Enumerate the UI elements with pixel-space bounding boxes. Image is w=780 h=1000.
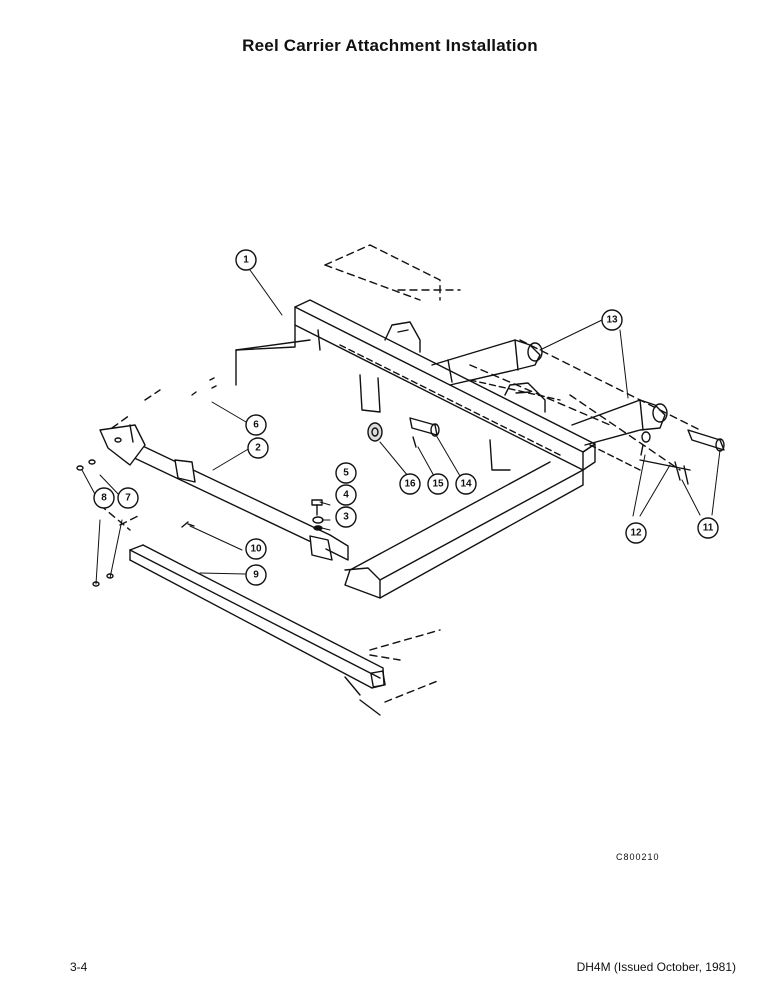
crossbar-part-9: [129, 544, 386, 716]
document-reference: DH4M (Issued October, 1981): [576, 960, 736, 974]
callout-1: [235, 249, 257, 271]
callout-7-label: 7: [125, 493, 131, 504]
callout-14-label: 14: [460, 479, 472, 490]
callout-16: [399, 473, 421, 495]
nut-part-3: [313, 525, 323, 531]
frame-clevis-upper: [384, 321, 421, 353]
carrier-frame: [235, 299, 596, 599]
callout-7: [117, 487, 139, 509]
shaft-part-2: [125, 439, 349, 561]
bolt-part-5: [311, 499, 323, 516]
callout-11-label: 11: [703, 523, 714, 534]
callout-9: [245, 564, 267, 586]
frame-clevis-lower: [504, 382, 546, 413]
callout-15-label: 15: [432, 479, 444, 490]
callout-14: [455, 473, 477, 495]
callout-4: [335, 484, 357, 506]
hardware-part-6: [191, 377, 217, 396]
page-number: 3-4: [70, 960, 88, 974]
page-title: Reel Carrier Attachment Installation: [242, 36, 538, 55]
cylinder-lower: [571, 399, 668, 471]
callout-12: [625, 522, 647, 544]
callout-12-label: 12: [630, 528, 642, 539]
callout-3: [335, 506, 357, 528]
callout-15: [427, 473, 449, 495]
hidden-lines-cylinders: [469, 339, 701, 471]
hardware-parts-7-8: [76, 459, 114, 587]
bushing-part-16: [367, 422, 383, 442]
leader-lines: [81, 269, 721, 585]
callout-3-label: 3: [343, 512, 349, 523]
cylinder-upper: [431, 339, 561, 401]
callout-10: [245, 538, 267, 560]
callout-6: [245, 414, 267, 436]
callout-4-label: 4: [343, 490, 349, 501]
cotter-part-15: [412, 436, 417, 448]
callout-16-label: 16: [404, 479, 416, 490]
callout-8-label: 8: [101, 493, 107, 504]
callout-11: [697, 517, 719, 539]
callout-5-label: 5: [343, 468, 349, 479]
callout-6-label: 6: [253, 420, 259, 431]
hidden-lines-lower: [99, 389, 441, 703]
hardware-part-10: [181, 521, 195, 528]
callout-9-label: 9: [253, 570, 259, 581]
end-plate-left: [99, 424, 146, 466]
callout-2-label: 2: [255, 443, 261, 454]
callout-8: [93, 487, 115, 509]
callout-5: [335, 462, 357, 484]
pin-part-14: [409, 417, 440, 437]
pin-part-11: [639, 429, 725, 485]
mounting-bracket-hidden: [324, 244, 461, 301]
callout-2: [247, 437, 269, 459]
callout-13-label: 13: [606, 315, 618, 326]
callout-13: [601, 309, 623, 331]
clip-part-12: [640, 431, 651, 456]
callout-1-label: 1: [243, 255, 249, 266]
callout-10-label: 10: [250, 544, 262, 555]
drawing-code: C800210: [616, 852, 660, 862]
